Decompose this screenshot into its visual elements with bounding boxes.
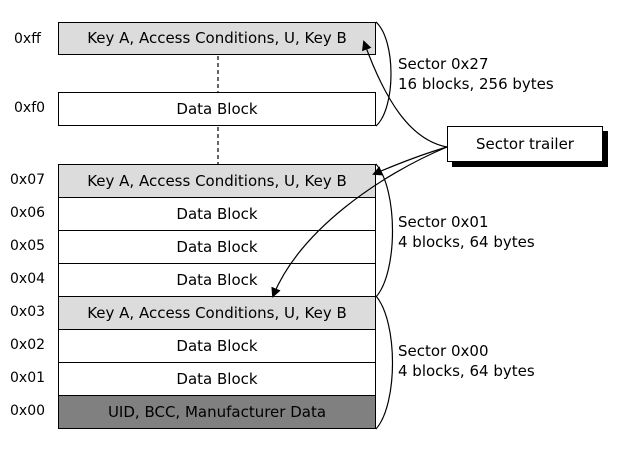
sector-0x27-name: Sector 0x27 bbox=[398, 55, 489, 73]
sector-0x27-desc: 16 blocks, 256 bytes bbox=[398, 75, 554, 93]
block-0x07-sector-trailer: Key A, Access Conditions, U, Key B bbox=[58, 164, 376, 198]
address-0x00: 0x00 bbox=[10, 403, 46, 419]
block-0x03-sector-trailer: Key A, Access Conditions, U, Key B bbox=[58, 296, 376, 330]
arrow-to-0x07 bbox=[372, 146, 448, 176]
brace-sector-0x27 bbox=[375, 21, 392, 127]
address-0x07: 0x07 bbox=[10, 172, 46, 188]
arrow-to-0xff bbox=[362, 40, 448, 148]
sector-0x00-label: Sector 0x00 4 blocks, 64 bytes bbox=[398, 341, 535, 381]
sector-0x00-desc: 4 blocks, 64 bytes bbox=[398, 362, 535, 380]
block-0x06-data: Data Block bbox=[58, 197, 376, 231]
address-0xf0: 0xf0 bbox=[14, 100, 46, 116]
arrow-to-0x03 bbox=[271, 146, 448, 298]
block-0x00-manufacturer: UID, BCC, Manufacturer Data bbox=[58, 395, 376, 429]
sector-0x01-name: Sector 0x01 bbox=[398, 213, 489, 231]
sector-trailer-callout: Sector trailer bbox=[447, 126, 603, 162]
address-0xff: 0xff bbox=[14, 31, 41, 47]
address-0x06: 0x06 bbox=[10, 205, 46, 221]
brace-sector-0x01 bbox=[375, 163, 394, 298]
block-0xff-sector-trailer: Key A, Access Conditions, U, Key B bbox=[58, 22, 376, 55]
address-0x01: 0x01 bbox=[10, 370, 46, 386]
sector-0x01-desc: 4 blocks, 64 bytes bbox=[398, 233, 535, 251]
address-0x05: 0x05 bbox=[10, 238, 46, 254]
block-0xf0-data: Data Block bbox=[58, 92, 376, 126]
sector-0x00-name: Sector 0x00 bbox=[398, 342, 489, 360]
address-0x04: 0x04 bbox=[10, 271, 46, 287]
block-0x02-data: Data Block bbox=[58, 329, 376, 363]
address-0x02: 0x02 bbox=[10, 337, 46, 353]
brace-sector-0x00 bbox=[375, 295, 394, 430]
block-0x01-data: Data Block bbox=[58, 362, 376, 396]
address-0x03: 0x03 bbox=[10, 304, 46, 320]
sector-0x27-label: Sector 0x27 16 blocks, 256 bytes bbox=[398, 54, 554, 94]
sector-0x01-label: Sector 0x01 4 blocks, 64 bytes bbox=[398, 212, 535, 252]
